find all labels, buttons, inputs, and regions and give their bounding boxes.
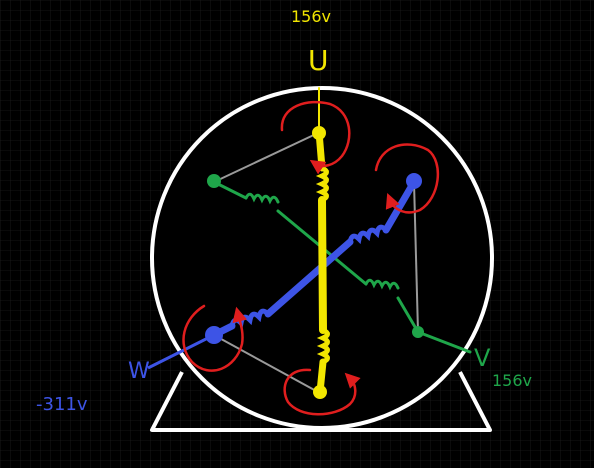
w-phase-label: W	[128, 359, 150, 384]
field-swirl-w-bottom	[182, 304, 248, 372]
phase-w-node-top	[406, 173, 422, 189]
field-swirl-u-bottom	[283, 368, 361, 416]
phase-w-lead	[147, 333, 215, 370]
phase-u-node-top	[312, 126, 326, 140]
phase-v-node-top	[207, 174, 221, 188]
motor-base	[150, 371, 492, 432]
u-phase-label: U	[308, 44, 329, 77]
magnetic-field-arrows	[182, 100, 440, 416]
v-phase-label: V	[474, 344, 491, 372]
phase-w-node-bottom	[205, 326, 223, 344]
v-voltage-label: 156v	[492, 371, 532, 390]
phase-u-node-bottom	[313, 385, 327, 399]
u-voltage-label: 156v	[291, 7, 331, 26]
field-swirl-w-top	[374, 143, 440, 214]
phase-v-node-bottom	[412, 326, 424, 338]
field-swirl-u-top	[280, 100, 351, 175]
coil-end-links	[211, 132, 419, 393]
w-voltage-label: -311v	[36, 394, 88, 415]
